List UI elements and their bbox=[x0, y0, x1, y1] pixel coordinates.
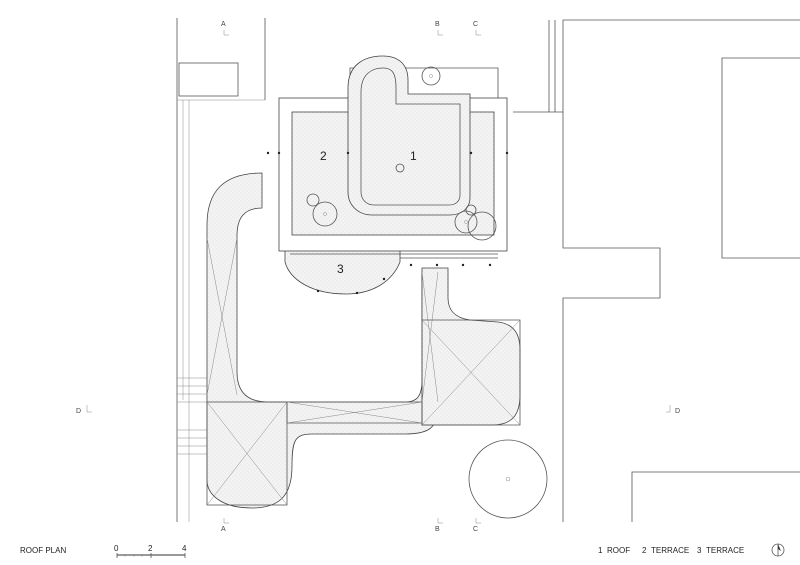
section-mark-d-right: D bbox=[675, 408, 680, 415]
walkway bbox=[206, 172, 521, 509]
steps bbox=[177, 377, 207, 455]
section-markers: A B C D D A B C bbox=[76, 21, 680, 533]
section-mark-b-bottom: B bbox=[435, 526, 440, 533]
scale-tick-2: 2 bbox=[148, 544, 153, 553]
section-mark-c-bottom: C bbox=[473, 526, 478, 533]
scale-bar: 0 2 4 bbox=[114, 544, 187, 558]
tree bbox=[468, 439, 548, 519]
drawing-footer: ROOF PLAN 0 2 4 1 ROOF 2 TERRACE 3 TERRA… bbox=[20, 543, 785, 558]
section-mark-d-left: D bbox=[76, 408, 81, 415]
section-mark-a-top: A bbox=[221, 21, 226, 28]
legend-num-2: 2 bbox=[642, 546, 647, 555]
terrace-3: 3 bbox=[282, 249, 498, 295]
section-mark-b-top: B bbox=[435, 21, 440, 28]
north-arrow-icon bbox=[771, 543, 785, 557]
drawing-title: ROOF PLAN bbox=[20, 546, 66, 555]
section-mark-c-top: C bbox=[473, 21, 478, 28]
area-label-3: 3 bbox=[337, 262, 344, 276]
legend-text-1: ROOF bbox=[607, 546, 630, 555]
chimney-block bbox=[178, 62, 239, 97]
roof-drain bbox=[395, 163, 405, 173]
scale-tick-0: 0 bbox=[114, 544, 119, 553]
legend-text-3: TERRACE bbox=[706, 546, 744, 555]
legend-num-3: 3 bbox=[697, 546, 702, 555]
main-roof: 1 2 bbox=[266, 55, 509, 252]
legend-text-2: TERRACE bbox=[651, 546, 689, 555]
scale-tick-4: 4 bbox=[182, 544, 187, 553]
section-mark-a-bottom: A bbox=[221, 526, 226, 533]
right-neighbour bbox=[513, 19, 800, 522]
legend-num-1: 1 bbox=[598, 546, 603, 555]
legend: 1 ROOF 2 TERRACE 3 TERRACE bbox=[598, 546, 744, 555]
left-boundary bbox=[176, 18, 266, 522]
walkway-panels bbox=[206, 237, 521, 506]
area-label-1: 1 bbox=[410, 149, 417, 163]
area-label-2: 2 bbox=[320, 149, 327, 163]
